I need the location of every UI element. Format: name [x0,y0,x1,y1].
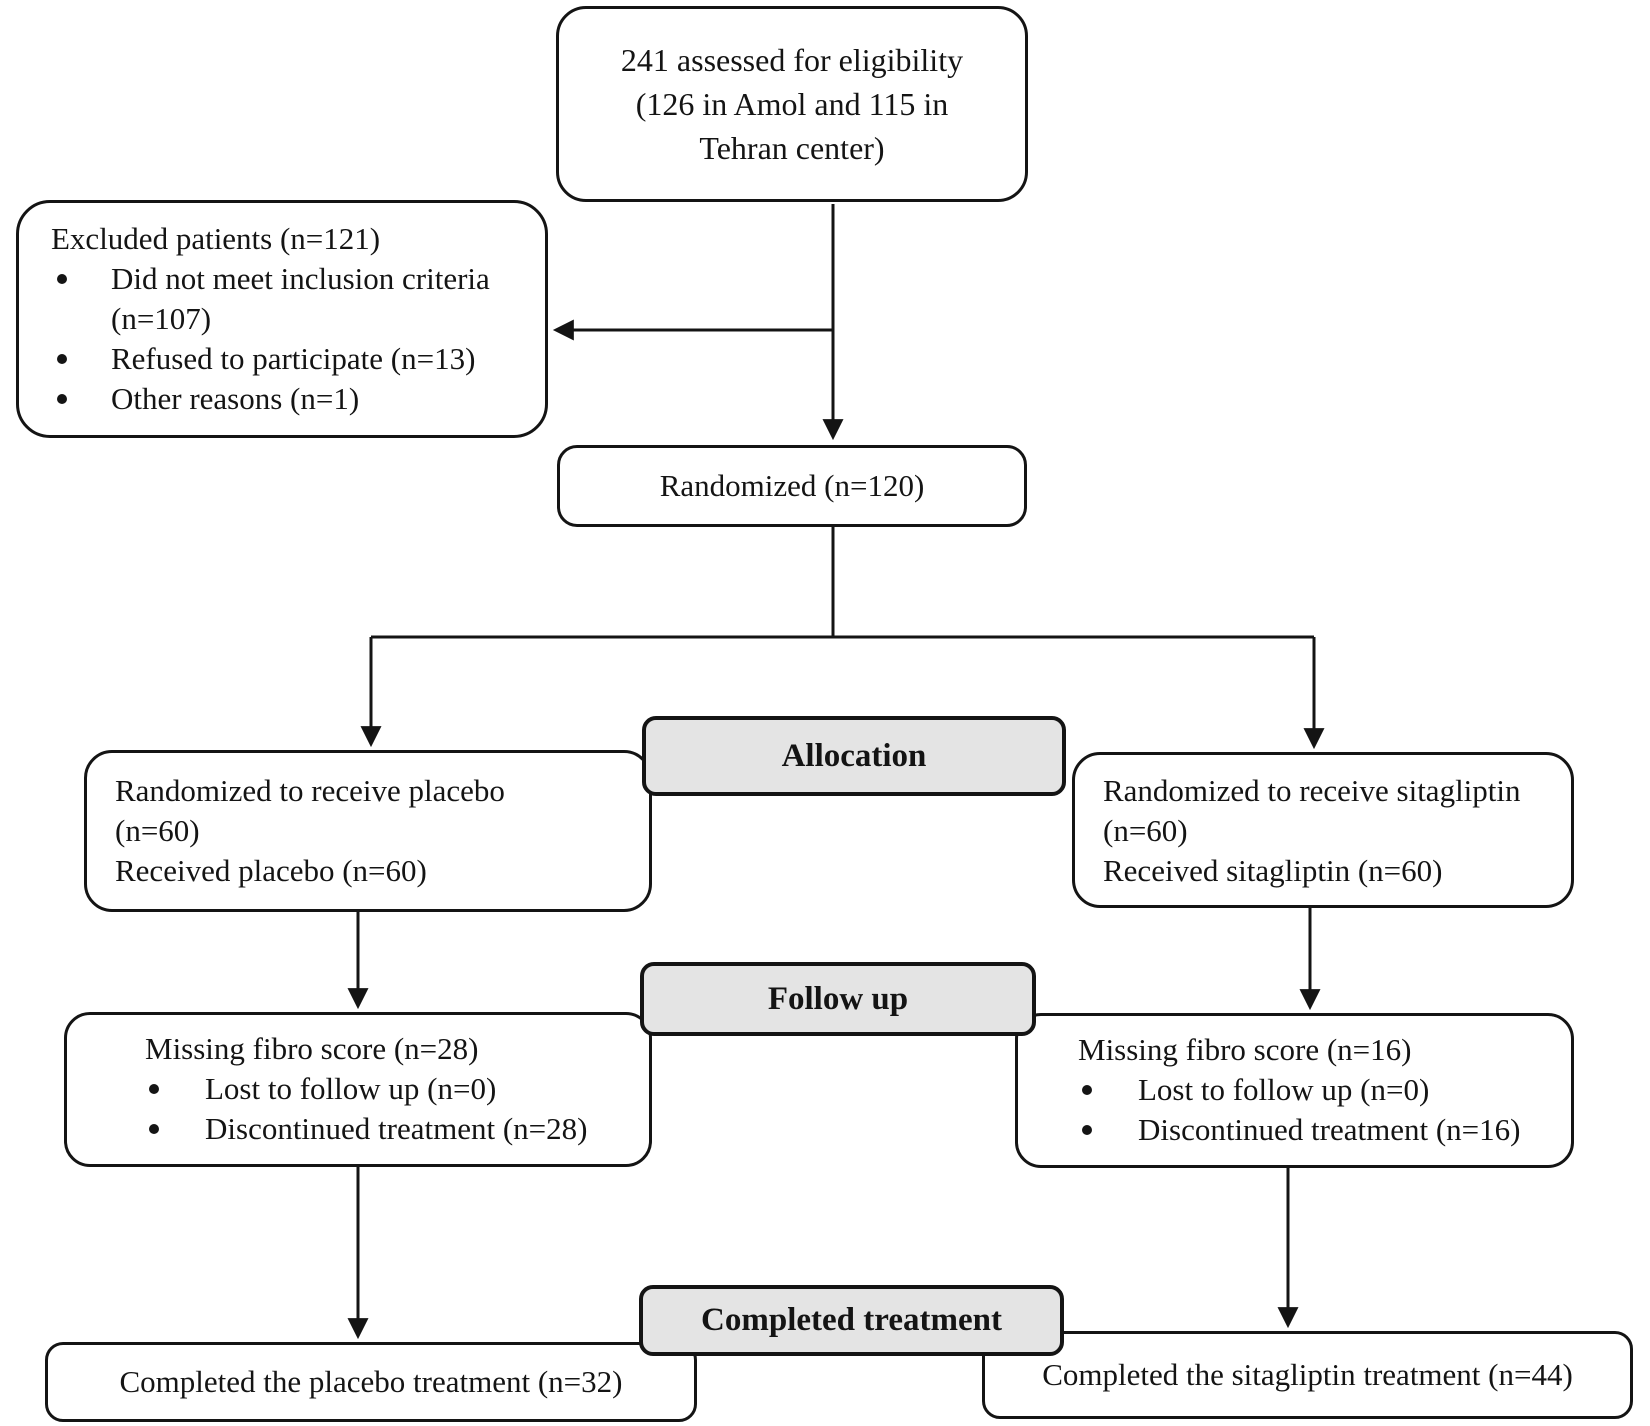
completed-treatment-label-text: Completed treatment [701,1302,1002,1338]
sitagliptin-follow-up-item-text: Lost to follow up (n=0) [1138,1072,1430,1107]
sitagliptin-allocation-box: Randomized to receive sitagliptin (n=60)… [1072,752,1574,908]
placebo-follow-up-box: Missing fibro score (n=28) Lost to follo… [64,1012,652,1167]
bullet-icon [57,394,67,404]
excluded-title: Excluded patients (n=121) [51,221,381,256]
placebo-allocation-box: Randomized to receive placebo (n=60) Rec… [84,750,652,912]
sitagliptin-completed-box: Completed the sitagliptin treatment (n=4… [982,1331,1633,1419]
placebo-follow-up-title: Missing fibro score (n=28) [145,1031,479,1066]
placebo-completed-text: Completed the placebo treatment (n=32) [119,1364,623,1399]
bullet-icon [1082,1085,1092,1095]
sitagliptin-follow-up-item-text: Discontinued treatment (n=16) [1138,1112,1521,1147]
bullet-icon [57,354,67,364]
sitagliptin-follow-up-item: Lost to follow up (n=0) [1078,1070,1561,1110]
allocation-label-text: Allocation [781,737,927,774]
sitagliptin-follow-up-item: Discontinued treatment (n=16) [1078,1110,1561,1150]
line-randomized-split [371,527,1314,639]
placebo-follow-up-item: Discontinued treatment (n=28) [145,1109,639,1149]
excluded-item: Other reasons (n=1) [51,379,531,419]
placebo-follow-up-item: Lost to follow up (n=0) [145,1069,639,1109]
follow-up-label-text: Follow up [767,980,909,1017]
placebo-allocation-text: Randomized to receive placebo (n=60) Rec… [115,773,505,888]
sitagliptin-follow-up-box: Missing fibro score (n=16) Lost to follo… [1015,1013,1574,1168]
bullet-icon [149,1124,159,1134]
sitagliptin-completed-text: Completed the sitagliptin treatment (n=4… [1042,1357,1573,1392]
randomized-box: Randomized (n=120) [557,445,1027,527]
excluded-item: Did not meet inclusion criteria (n=107) [51,259,531,339]
randomized-text: Randomized (n=120) [659,468,925,503]
excluded-box: Excluded patients (n=121) Did not meet i… [16,200,548,438]
excluded-item-text: Did not meet inclusion criteria (n=107) [111,261,490,336]
sitagliptin-allocation-text: Randomized to receive sitagliptin (n=60)… [1103,773,1521,888]
placebo-follow-up-item-text: Lost to follow up (n=0) [205,1071,497,1106]
eligibility-box: 241 assessed for eligibility (126 in Amo… [556,6,1028,202]
stage-label-allocation: Allocation [642,716,1066,796]
placebo-completed-box: Completed the placebo treatment (n=32) [45,1342,697,1422]
bullet-icon [1082,1125,1092,1135]
bullet-icon [57,274,67,284]
excluded-item-text: Refused to participate (n=13) [111,341,476,376]
placebo-follow-up-item-text: Discontinued treatment (n=28) [205,1111,588,1146]
eligibility-text: 241 assessed for eligibility (126 in Amo… [620,42,964,166]
stage-label-follow-up: Follow up [640,962,1036,1036]
stage-label-completed-treatment: Completed treatment [639,1285,1064,1356]
excluded-item-text: Other reasons (n=1) [111,381,360,416]
bullet-icon [149,1084,159,1094]
excluded-item: Refused to participate (n=13) [51,339,531,379]
sitagliptin-follow-up-title: Missing fibro score (n=16) [1078,1032,1412,1067]
